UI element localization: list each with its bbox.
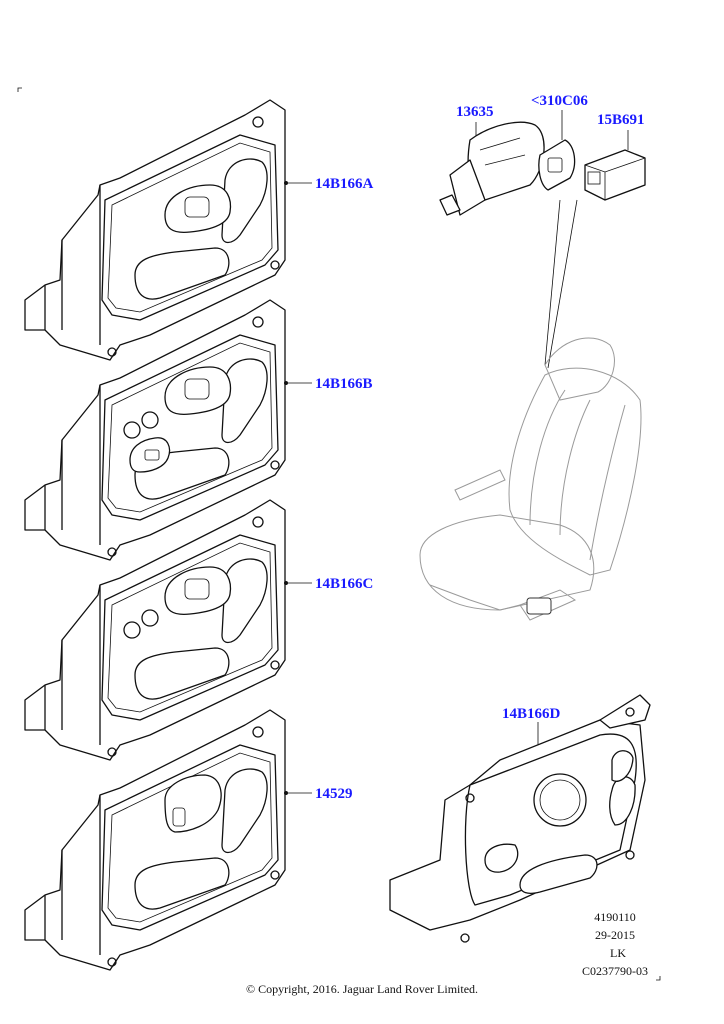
part-label-14B166A[interactable]: 14B166A <box>315 176 374 192</box>
seat-illustration <box>419 337 642 621</box>
part-label-14B166D[interactable]: 14B166D <box>502 706 561 722</box>
switch-pack-14B166D <box>389 694 651 943</box>
reference-code: C0237790-03 <box>582 964 648 978</box>
part-label-14529[interactable]: 14529 <box>315 786 353 802</box>
part-label-14B166C[interactable]: 14B166C <box>315 576 374 592</box>
switch-15B691 <box>584 149 646 201</box>
reference-date: 29-2015 <box>595 928 635 942</box>
panel-14529 <box>24 709 286 971</box>
reference-number: 4190110 <box>594 910 636 924</box>
switch-310C06 <box>538 139 576 191</box>
copyright-notice: © Copyright, 2016. Jaguar Land Rover Lim… <box>245 982 479 996</box>
switch-13635 <box>439 121 545 216</box>
reference-initials: LK <box>610 946 626 960</box>
part-label-13635[interactable]: 13635 <box>456 104 494 120</box>
part-label-15B691[interactable]: 15B691 <box>597 112 645 128</box>
part-label-14B166B[interactable]: 14B166B <box>315 376 373 392</box>
leader-lines <box>284 110 629 795</box>
panel-14B166C <box>24 499 286 761</box>
part-label-310C06[interactable]: <310C06 <box>531 93 588 109</box>
